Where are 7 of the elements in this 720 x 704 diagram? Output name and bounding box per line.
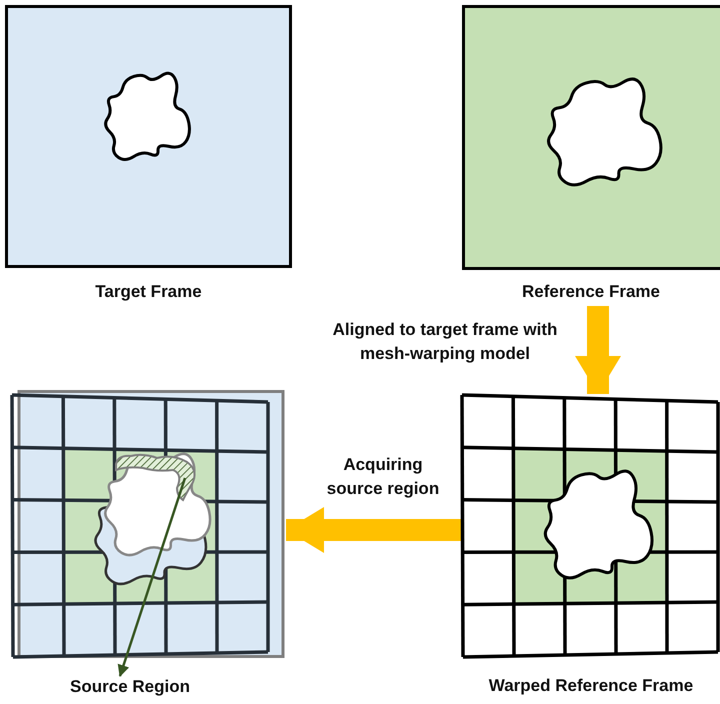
frame-caption: Reference Frame bbox=[521, 282, 661, 302]
leader-line bbox=[118, 478, 186, 677]
block-arrow bbox=[575, 306, 621, 394]
frame-caption: Warped Reference Frame bbox=[488, 676, 694, 696]
frame-caption: Source Region bbox=[69, 677, 191, 697]
block-arrow bbox=[286, 507, 461, 553]
frame-caption: Target Frame bbox=[94, 282, 203, 302]
